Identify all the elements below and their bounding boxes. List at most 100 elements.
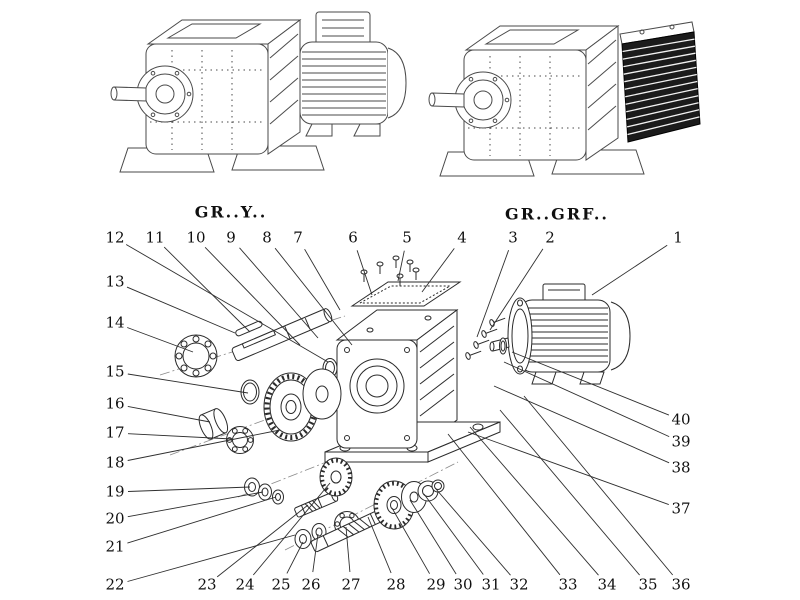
fan-cover <box>387 47 407 119</box>
callout-27: 27 <box>341 575 361 594</box>
motor-mounting-bolts <box>465 317 507 360</box>
fan-cover <box>610 301 631 371</box>
leader-line-18 <box>127 429 281 461</box>
housing-bore <box>349 358 405 414</box>
leader-line-39 <box>503 361 670 438</box>
leader-line-8 <box>274 247 353 346</box>
gearbox-gr-grf-illustration <box>428 21 701 177</box>
callout-9: 9 <box>226 228 236 247</box>
output-shaft-group <box>174 308 342 454</box>
callout-3: 3 <box>508 228 518 247</box>
callout-11: 11 <box>145 228 165 247</box>
motor-fins <box>302 51 386 116</box>
leader-line-5 <box>397 250 405 282</box>
callout-39: 39 <box>671 432 691 451</box>
callout-8: 8 <box>262 228 272 247</box>
variant-label-gr-grf: GR..GRF.. <box>505 204 609 224</box>
leader-line-23 <box>216 504 309 578</box>
leader-line-37 <box>467 431 669 506</box>
leader-line-30 <box>409 499 457 575</box>
leader-line-14 <box>127 327 194 353</box>
callout-23: 23 <box>197 575 217 594</box>
callout-31: 31 <box>481 575 501 594</box>
leader-line-29 <box>391 507 430 574</box>
output-shaft-boss <box>110 65 194 123</box>
leader-line-15 <box>127 373 249 394</box>
callout-1: 1 <box>673 228 683 247</box>
leader-line-22 <box>127 534 296 582</box>
leader-line-4 <box>421 248 455 293</box>
cover-bolt <box>392 255 400 268</box>
leader-line-10 <box>204 246 301 346</box>
motor-fins <box>522 307 608 363</box>
leader-line-3 <box>476 250 510 338</box>
exploded-motor <box>489 283 631 385</box>
leader-line-19 <box>127 486 251 492</box>
gearmotor-gr-y-illustration <box>110 11 407 173</box>
motor-terminal-box <box>315 11 371 47</box>
ball-bearing-small <box>226 426 254 454</box>
callout-22: 22 <box>105 575 125 594</box>
leader-line-36 <box>523 395 674 576</box>
leader-line-20 <box>127 491 264 518</box>
callout-20: 20 <box>105 509 125 528</box>
leader-line-25 <box>286 541 304 574</box>
exploded-housing <box>324 309 501 463</box>
leader-line-28 <box>367 516 392 574</box>
variant-label-gr-y: GR..Y.. <box>194 202 268 222</box>
callout-14: 14 <box>105 313 125 332</box>
leader-lines <box>125 244 674 582</box>
leader-line-16 <box>127 405 211 423</box>
callout-2: 2 <box>545 228 555 247</box>
output-shaft <box>231 308 333 362</box>
intermediate-shaft-group <box>244 457 353 518</box>
callout-34: 34 <box>597 575 617 594</box>
leader-line-26 <box>312 533 319 573</box>
callout-28: 28 <box>386 575 406 594</box>
leader-line-21 <box>127 496 277 544</box>
callout-12: 12 <box>105 228 125 247</box>
callout-18: 18 <box>105 453 125 472</box>
callout-40: 40 <box>671 410 691 429</box>
washer <box>258 483 272 501</box>
output-shaft-boss <box>428 71 512 129</box>
lock-nut <box>431 479 445 493</box>
cooling-fin-block <box>619 21 701 143</box>
cover-bolt <box>412 267 420 280</box>
leader-line-13 <box>126 286 236 334</box>
callout-13: 13 <box>105 272 125 291</box>
leader-line-32 <box>435 488 511 576</box>
callout-4: 4 <box>457 228 467 247</box>
callout-36: 36 <box>671 575 691 594</box>
callout-17: 17 <box>105 423 125 442</box>
leader-line-11 <box>163 246 251 333</box>
leader-line-17 <box>127 433 233 440</box>
callout-30: 30 <box>453 575 473 594</box>
callout-25: 25 <box>271 575 291 594</box>
input-shaft-group <box>294 479 445 553</box>
shaft-key <box>235 320 263 337</box>
fin-lines <box>622 38 700 136</box>
leader-line-1 <box>591 244 668 296</box>
callout-10: 10 <box>186 228 206 247</box>
callout-32: 32 <box>509 575 529 594</box>
callout-33: 33 <box>558 575 578 594</box>
cover-bolt <box>376 261 384 274</box>
leader-line-9 <box>239 247 319 339</box>
ball-bearing <box>174 334 218 378</box>
gear-disc <box>302 368 342 420</box>
leader-line-38 <box>493 385 670 464</box>
leader-line-7 <box>304 248 341 311</box>
leader-line-12 <box>125 244 329 363</box>
leader-line-34 <box>469 426 599 576</box>
motor-body <box>299 41 407 137</box>
leader-line-6 <box>356 250 373 296</box>
leader-line-24 <box>252 482 331 576</box>
leader-line-33 <box>447 433 561 576</box>
callout-37: 37 <box>671 499 691 518</box>
callout-19: 19 <box>105 482 125 501</box>
cover-bolt <box>406 259 414 272</box>
leader-line-27 <box>345 526 351 573</box>
